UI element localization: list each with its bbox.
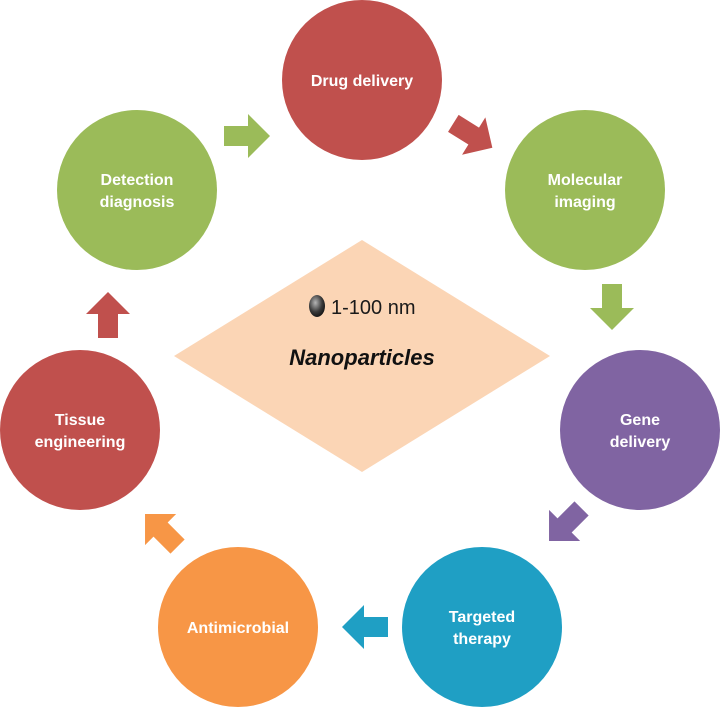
arrow-gene-delivery-to-targeted-therapy — [549, 501, 589, 541]
node-label-drug-delivery-line-1: Drug delivery — [311, 73, 413, 90]
node-label-antimicrobial-line-1: Antimicrobial — [187, 620, 289, 637]
node-gene-delivery: Gene delivery — [560, 350, 720, 510]
node-circle-targeted-therapy — [402, 547, 562, 707]
arrow-targeted-therapy-to-antimicrobial — [342, 605, 388, 649]
node-label-gene-delivery-line-1: Gene — [620, 412, 660, 429]
node-detection-diagnosis: Detection diagnosis — [57, 110, 217, 270]
arrow-molecular-imaging-to-gene-delivery — [590, 284, 634, 330]
center-group: 1-100 nm Nanoparticles — [174, 240, 550, 472]
node-label-targeted-therapy-line-1: Targeted — [449, 609, 515, 626]
node-circle-detection-diagnosis — [57, 110, 217, 270]
arrows-layer — [86, 114, 634, 649]
nanoparticle-icon — [309, 295, 325, 317]
particle-size-label: 1-100 nm — [331, 297, 416, 319]
node-label-detection-diagnosis-line-2: diagnosis — [100, 194, 175, 211]
node-antimicrobial: Antimicrobial — [158, 547, 318, 707]
node-molecular-imaging: Molecular imaging — [505, 110, 665, 270]
node-circle-tissue-engineering — [0, 350, 160, 510]
node-tissue-engineering: Tissue engineering — [0, 350, 160, 510]
node-label-molecular-imaging-line-2: imaging — [554, 194, 615, 211]
arrow-drug-delivery-to-molecular-imaging — [448, 114, 493, 155]
node-label-tissue-engineering-line-1: Tissue — [55, 412, 106, 429]
node-circle-gene-delivery — [560, 350, 720, 510]
node-circle-molecular-imaging — [505, 110, 665, 270]
node-drug-delivery: Drug delivery — [282, 0, 442, 160]
node-circle-drug-delivery — [282, 0, 442, 160]
node-label-targeted-therapy-line-2: therapy — [453, 631, 511, 648]
center-diamond — [174, 240, 550, 472]
node-label-tissue-engineering-line-2: engineering — [35, 434, 126, 451]
node-targeted-therapy: Targeted therapy — [402, 547, 562, 707]
node-label-molecular-imaging-line-1: Molecular — [548, 172, 623, 189]
node-circle-antimicrobial — [158, 547, 318, 707]
center-title: Nanoparticles — [289, 345, 435, 370]
arrow-tissue-engineering-to-detection-diagnosis — [86, 292, 130, 338]
arrow-detection-diagnosis-to-drug-delivery — [224, 114, 270, 158]
node-label-gene-delivery-line-2: delivery — [610, 434, 671, 451]
node-label-detection-diagnosis-line-1: Detection — [101, 172, 174, 189]
arrow-antimicrobial-to-tissue-engineering — [145, 514, 185, 554]
